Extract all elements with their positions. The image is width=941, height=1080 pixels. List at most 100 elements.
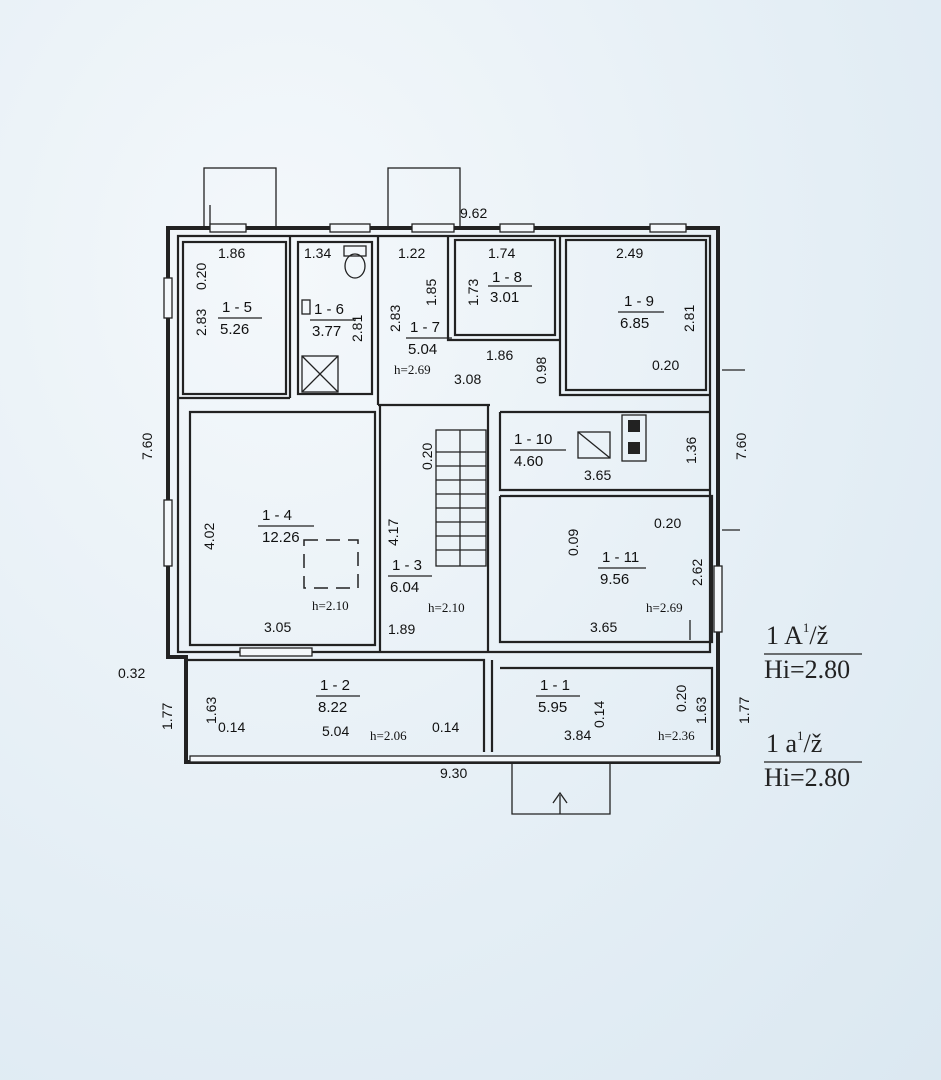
room-1-11-dim: 0.20: [654, 515, 681, 531]
room-1-4-height: h=2.10: [312, 598, 349, 613]
window: [411, 223, 455, 233]
toilet-tank: [343, 245, 367, 257]
bottom-glazing: [189, 755, 721, 763]
window: [329, 223, 371, 233]
room-1-8-dim: 1.74: [488, 245, 515, 261]
toilet-bowl: [344, 253, 366, 279]
legend-floor-a: 1 A1/ž Hi=2.80: [764, 620, 862, 684]
cooktop: [621, 414, 647, 462]
room-1-7-dim: 3.08: [454, 371, 481, 387]
room-1-6-id: 1 - 6: [314, 301, 344, 318]
overall-width-top: 9.62: [460, 205, 487, 221]
kitchen-sink: [577, 431, 611, 459]
room-1-1-dim: 0.14: [591, 701, 607, 728]
room-1-2-dim: 0.14: [218, 719, 245, 735]
window: [163, 499, 173, 567]
room-1-11-id: 1 - 11: [602, 549, 639, 566]
room-1-1-dim: 1.63: [693, 697, 709, 724]
room-1-11-area: 9.56: [600, 571, 629, 588]
room-1-1-height: h=2.36: [658, 728, 695, 743]
partition-walls: [178, 236, 710, 652]
room-1-9-outline: [564, 238, 708, 392]
room-1-4-dim: 4.02: [201, 523, 217, 550]
room-1-7-dim: 1.85: [423, 279, 439, 306]
room-1-3-dim: 1.89: [388, 621, 415, 637]
shower-cross: [301, 355, 339, 393]
room-1-3-id: 1 - 3: [392, 557, 422, 574]
room-1-10-dim: 1.36: [683, 437, 699, 464]
window: [209, 223, 247, 233]
room-1-8-area: 3.01: [490, 289, 519, 306]
room-1-11-dim: 3.65: [590, 619, 617, 635]
room-1-7-dim: 0.98: [533, 357, 549, 384]
room-1-7-dim: 1.86: [486, 347, 513, 363]
room-1-5-dim: 2.83: [193, 309, 209, 336]
window: [163, 277, 173, 319]
room-1-4-area: 12.26: [262, 529, 300, 546]
svg-text:Hi=2.80: Hi=2.80: [764, 763, 850, 792]
sink-line: [577, 431, 611, 459]
room-1-3-dim: 0.20: [419, 443, 435, 470]
room-1-1-dim: 0.20: [673, 685, 689, 712]
burner-icon: [628, 420, 640, 432]
overall-height-left: 7.60: [139, 433, 155, 460]
svg-text:1 A1/ž: 1 A1/ž: [766, 620, 828, 650]
partition-walls-bottom: [186, 658, 714, 752]
room-1-4-dim: 3.05: [264, 619, 291, 635]
room-1-6-outline: [296, 240, 374, 396]
room-1-3-height: h=2.10: [428, 600, 465, 615]
room-1-5-outline: [181, 240, 288, 396]
room-1-7-dim: 1.22: [398, 245, 425, 261]
room-1-8-outline: [453, 238, 557, 337]
room-1-5-dim: 1.86: [218, 245, 245, 261]
room-1-1-area: 5.95: [538, 699, 567, 716]
window: [713, 565, 723, 633]
room-1-6-dim: 1.34: [304, 245, 331, 261]
room-1-7-dim: 2.83: [387, 305, 403, 332]
bottom-porch: [511, 762, 611, 815]
legend-floor-a-lower: 1 a1/ž Hi=2.80: [764, 728, 862, 792]
room-1-9-dim: 2.49: [616, 245, 643, 261]
overall-width-bottom: 9.30: [440, 765, 467, 781]
room-1-3-dim: 4.17: [385, 519, 401, 546]
room-1-7-height: h=2.69: [394, 362, 431, 377]
room-1-5-area: 5.26: [220, 321, 249, 338]
bottom-left-height: 1.77: [159, 703, 175, 730]
room-1-8-dim: 1.73: [465, 279, 481, 306]
shower-tray: [301, 355, 339, 393]
inner-wall-line: [176, 234, 712, 654]
room-1-4-id: 1 - 4: [262, 507, 292, 524]
staircase: [435, 429, 487, 567]
room-1-11-height: h=2.69: [646, 600, 683, 615]
burner-icon: [628, 442, 640, 454]
left-offset: 0.32: [118, 665, 145, 681]
room-1-9-dim: 0.20: [652, 357, 679, 373]
stove-outline: [303, 539, 359, 589]
room-1-10-area: 4.60: [514, 453, 543, 470]
overall-height-right: 7.60: [733, 433, 749, 460]
room-1-11-dim: 0.09: [565, 529, 581, 556]
room-1-5-id: 1 - 5: [222, 299, 252, 316]
room-1-1-id: 1 - 1: [540, 677, 570, 694]
room-1-3-area: 6.04: [390, 579, 419, 596]
bottom-right-height: 1.77: [736, 697, 752, 724]
room-1-2-dim: 0.14: [432, 719, 459, 735]
svg-text:1 a1/ž: 1 a1/ž: [766, 728, 822, 758]
room-1-8-id: 1 - 8: [492, 269, 522, 286]
room-1-7-id: 1 - 7: [410, 319, 440, 336]
room-1-6-area: 3.77: [312, 323, 341, 340]
room-1-5-dim: 0.20: [193, 263, 209, 290]
room-1-9-id: 1 - 9: [624, 293, 654, 310]
room-1-2-dim: 1.63: [203, 697, 219, 724]
outer-wall: [166, 226, 720, 764]
window: [499, 223, 535, 233]
top-center-porch: [387, 167, 461, 229]
room-1-6-dim: 2.81: [349, 315, 365, 342]
washbasin: [301, 299, 311, 315]
top-left-porch: [203, 167, 277, 229]
room-1-10-dim: 3.65: [584, 467, 611, 483]
room-1-7-area: 5.04: [408, 341, 437, 358]
entry-arrow-head: [552, 791, 568, 804]
